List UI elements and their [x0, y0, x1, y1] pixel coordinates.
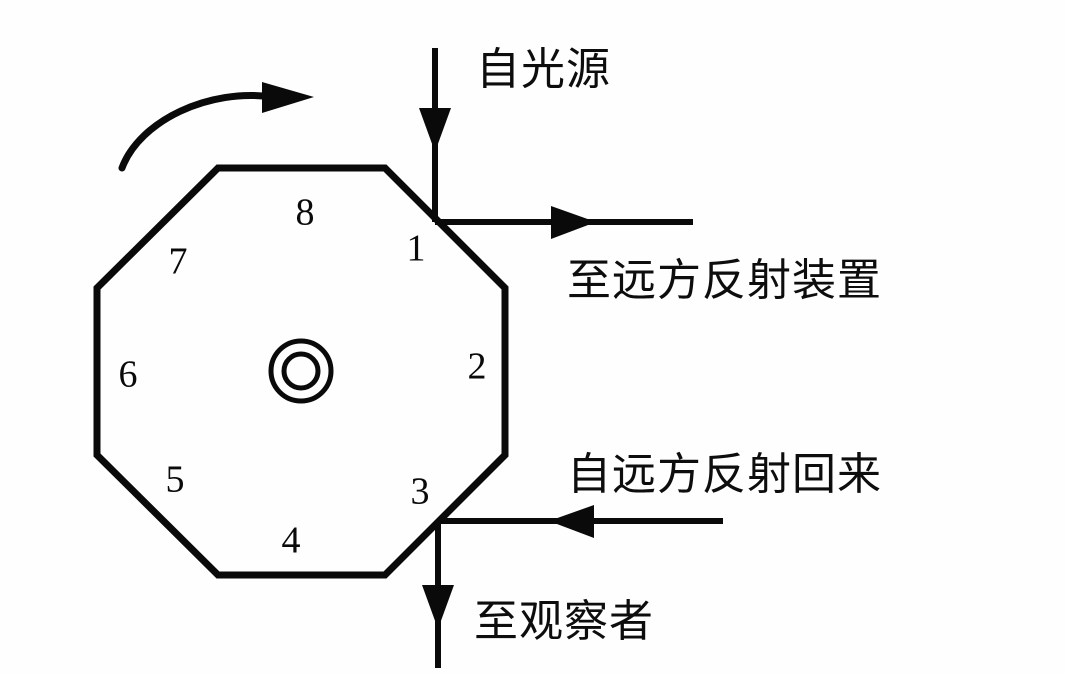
facet-label-5: 5 — [166, 459, 185, 501]
ray-to-observer — [422, 521, 454, 668]
ray-reflected-back-from-afar — [440, 505, 723, 538]
ray-from-light-source — [419, 48, 451, 222]
axle-hub — [268, 338, 334, 404]
facet-label-1: 1 — [407, 228, 426, 270]
octagonal-mirror — [93, 164, 509, 579]
facet-label-6: 6 — [119, 354, 138, 396]
axle-inner-ring — [281, 351, 321, 391]
rotation-arrow-icon — [118, 82, 314, 172]
ray-to-distant-reflector — [435, 206, 693, 239]
label-to-observer: 至观察者 — [474, 596, 654, 647]
facet-label-3: 3 — [411, 471, 430, 513]
facet-label-8: 8 — [296, 192, 315, 234]
label-to-distant-reflector: 至远方反射装置 — [567, 255, 882, 306]
label-reflected-back-from-afar: 自远方反射回来 — [567, 449, 882, 500]
facet-label-2: 2 — [468, 346, 487, 388]
label-from-light-source: 自光源 — [476, 44, 611, 95]
axle-outer-ring — [268, 338, 334, 404]
facet-label-4: 4 — [282, 520, 301, 562]
facet-label-7: 7 — [169, 241, 188, 283]
